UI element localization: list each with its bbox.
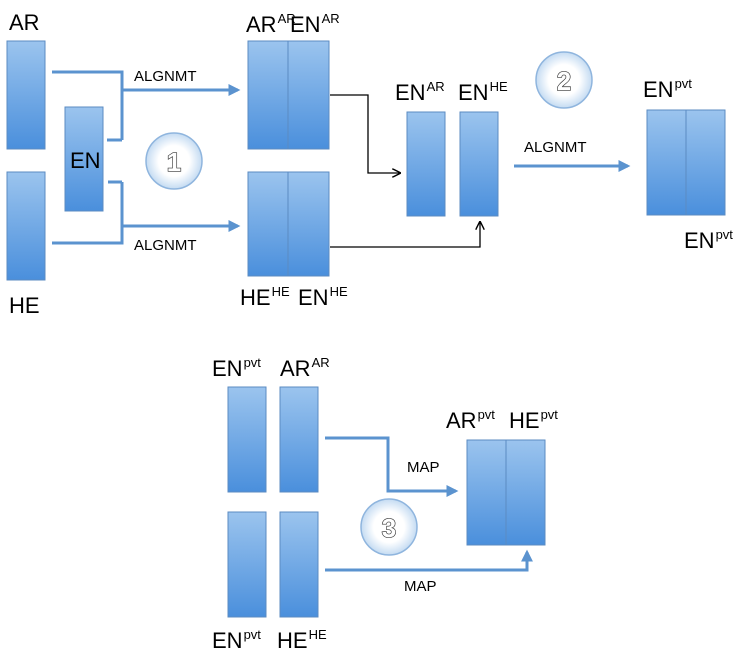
- label-s3-en-pvt-bottom: ENpvt: [212, 627, 261, 653]
- block-en-source: [64, 106, 104, 212]
- label-s3-he-he: HEHE: [277, 627, 327, 653]
- arrow-alignmt-top: [52, 70, 238, 140]
- block-pair-he-en: [247, 171, 330, 277]
- label-ar-source: AR: [9, 10, 40, 35]
- block-s3-he-he: [279, 511, 319, 618]
- block-pair-en-pvt: [646, 109, 726, 216]
- label-s3-en-pvt-top: ENpvt: [212, 355, 261, 381]
- svg-text:1: 1: [167, 147, 181, 177]
- block-s3-ar-ar: [279, 386, 319, 493]
- arrow-thin-top: [330, 94, 400, 173]
- block-s3-en-pvt-bottom: [227, 511, 267, 618]
- step-3-badge: 3: [360, 498, 418, 556]
- svg-text:2: 2: [557, 66, 571, 96]
- label-en-ar-mid: ENAR: [395, 79, 445, 105]
- label-he-he: HEHE: [240, 284, 290, 310]
- label-ar-pvt: ARpvt: [446, 407, 495, 433]
- block-pair-ar-en: [247, 40, 330, 150]
- label-en-he-bottom: ENHE: [298, 284, 348, 310]
- edge-label-alignmt-step2: ALGNMT: [524, 139, 587, 156]
- label-he-source: HE: [9, 293, 40, 318]
- edge-label-map-bottom: MAP: [404, 578, 437, 595]
- arrow-alignmt-bottom: [52, 180, 238, 245]
- block-pair-ar-he-pvt: [466, 439, 546, 546]
- block-en-ar: [406, 111, 446, 217]
- step-1-badge: 1: [145, 132, 203, 190]
- arrow-map-bottom: [325, 549, 533, 572]
- edge-label-alignmt-top: ALGNMT: [134, 68, 197, 85]
- label-en-ar-top: ENAR: [290, 11, 340, 37]
- label-en-pvt-bottom: ENpvt: [684, 227, 733, 253]
- label-ar-ar: ARAR: [246, 11, 296, 37]
- step-2-badge: 2: [535, 51, 593, 109]
- block-en-he: [459, 111, 499, 217]
- label-he-pvt: HEpvt: [509, 407, 558, 433]
- label-en-he-mid: ENHE: [458, 79, 508, 105]
- label-en-source: EN: [70, 148, 101, 173]
- label-en-pvt-top: ENpvt: [643, 76, 692, 102]
- edge-label-alignmt-bottom: ALGNMT: [134, 237, 197, 254]
- block-s3-en-pvt-top: [227, 386, 267, 493]
- label-s3-ar-ar: ARAR: [280, 355, 330, 381]
- edge-label-map-top: MAP: [407, 459, 440, 476]
- block-he-source: [6, 171, 46, 281]
- arrow-map-top: [325, 436, 459, 497]
- block-ar-source: [6, 40, 46, 150]
- svg-text:3: 3: [382, 513, 396, 543]
- arrow-thin-bottom: [330, 222, 480, 248]
